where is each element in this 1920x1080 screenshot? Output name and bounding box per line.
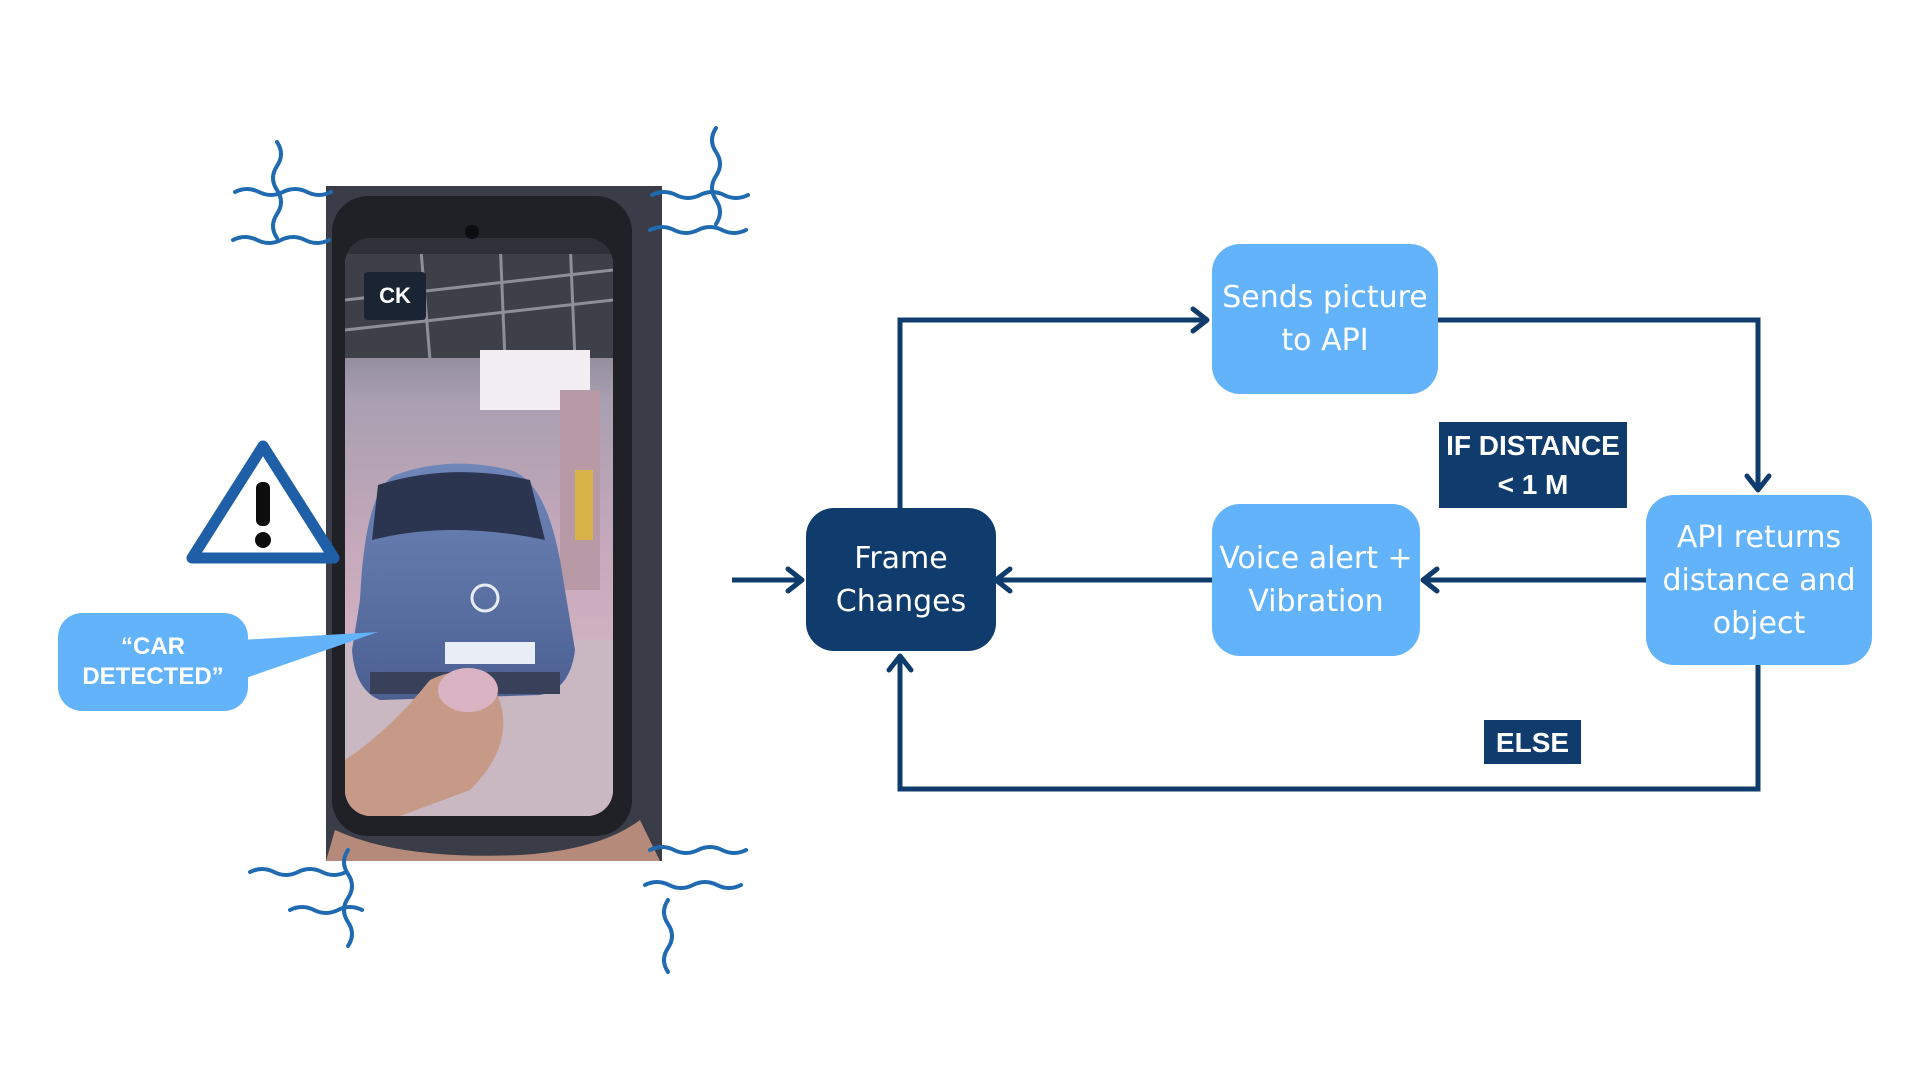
edge-sends-to-api [1438, 317, 1761, 488]
arrowhead-sends [1190, 306, 1210, 334]
condition-if-distance: IF DISTANCE < 1 M [1439, 422, 1627, 508]
svg-text:CK: CK [379, 283, 411, 308]
condition-else: ELSE [1484, 720, 1581, 764]
node-voice-alert: Voice alert + Vibration [1212, 504, 1420, 656]
arrowhead-frame-bottom [886, 653, 914, 673]
arrowhead-frame-left [785, 566, 805, 594]
arrowhead-voice [1420, 566, 1440, 594]
node-api-returns: API returns distance and object [1646, 495, 1872, 665]
arrowhead-frame-right [993, 566, 1013, 594]
arrowhead-api [1744, 473, 1772, 493]
warning-triangle-icon [186, 440, 340, 564]
node-sends-picture: Sends picture to API [1212, 244, 1438, 394]
edge-api-else-to-frame [897, 658, 1761, 792]
alert-bubble-text: “CAR DETECTED” [82, 633, 224, 690]
phone-screen: CK [345, 238, 613, 816]
node-frame-changes: Frame Changes [806, 508, 996, 651]
vibration-waves-icon [231, 126, 750, 974]
edge-frame-to-sends [897, 317, 1205, 510]
speech-bubble [58, 613, 378, 711]
